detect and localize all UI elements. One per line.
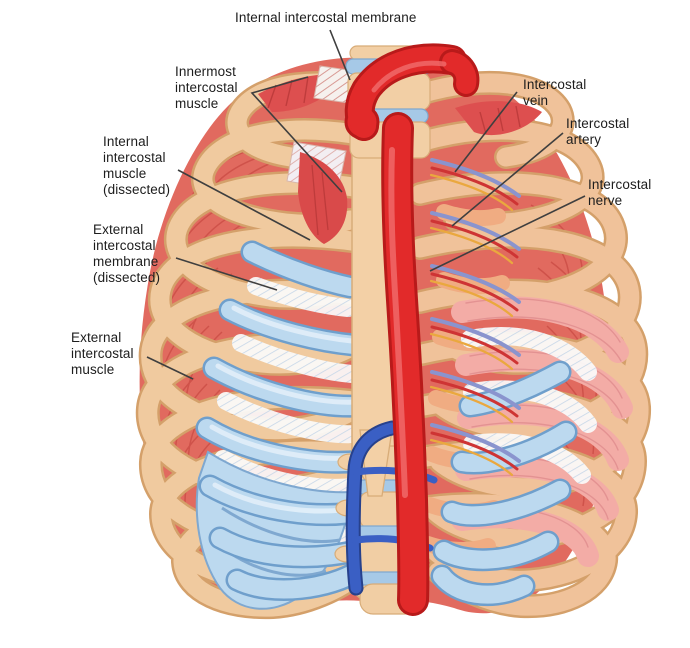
label-internal-intercostal-membrane: Internal intercostal membrane <box>235 10 417 25</box>
aorta-highlight <box>388 147 408 498</box>
leader-intercostal-artery <box>451 132 564 227</box>
leader-external-intercostal-muscle <box>146 356 194 380</box>
label-internal-intercostal-muscle-dissected: Internal intercostal muscle (dissected) <box>103 134 171 197</box>
leader-intercostal-vein <box>454 91 518 173</box>
label-intercostal-vein: Intercostal vein <box>523 77 587 108</box>
label-intercostal-nerve: Intercostal nerve <box>588 177 652 208</box>
intercostal-artery-lines <box>430 166 519 471</box>
leader-internal-intercostal-membrane <box>329 29 351 81</box>
intercostal-nerve-lines <box>429 173 514 477</box>
leader-innermost-intercostal-muscle <box>250 76 343 193</box>
intercostal-vein-lines <box>430 158 521 463</box>
intercostal-vessel-lines <box>429 158 521 477</box>
leader-intercostal-nerve <box>429 195 586 272</box>
label-innermost-intercostal-muscle: Innermost intercostal muscle <box>175 64 238 111</box>
leader-external-intercostal-membrane <box>175 257 278 291</box>
descending-aorta <box>384 115 427 613</box>
parasternal-muscle <box>298 152 348 244</box>
leader-lines <box>146 29 586 380</box>
label-external-intercostal-membrane-dissected: External intercostal membrane (dissected… <box>93 222 161 285</box>
label-intercostal-artery: Intercostal artery <box>566 116 630 147</box>
aorta <box>344 43 480 616</box>
leader-internal-intercostal-muscle <box>177 169 311 241</box>
aortic-arch <box>347 46 464 138</box>
label-external-intercostal-muscle: External intercostal muscle <box>71 330 134 377</box>
